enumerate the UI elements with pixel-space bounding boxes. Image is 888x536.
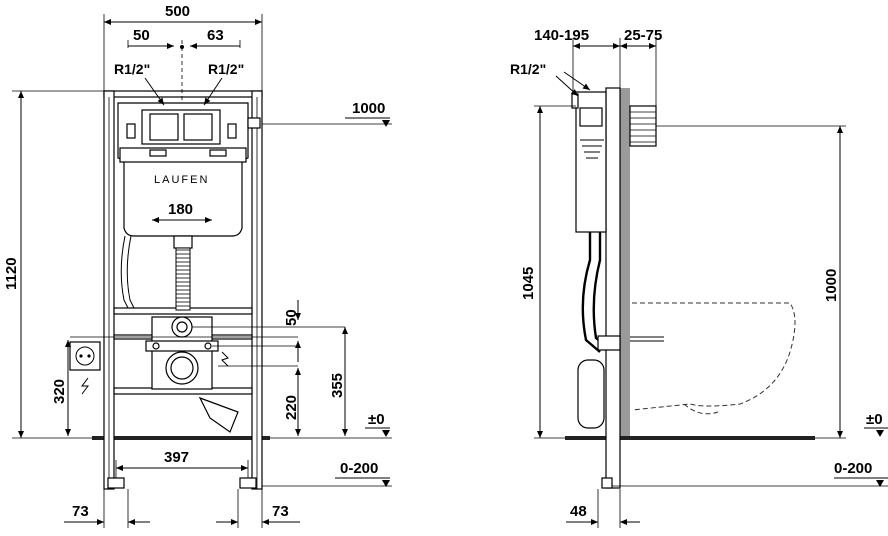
dim-total-height: 1120 — [3, 257, 20, 290]
svg-text:R1/2": R1/2" — [510, 61, 546, 77]
side-cistern — [571, 91, 607, 233]
dim-feet-spacing: 397 — [164, 449, 189, 466]
dim-foot-depth: 48 — [570, 503, 587, 520]
dim-overall-width: 500 — [165, 3, 190, 20]
electrical-socket-symbol — [69, 341, 101, 395]
front-drain-assembly — [145, 316, 239, 433]
dim-adjust-range: 0-200 — [340, 460, 378, 477]
side-floor-level: ±0 — [866, 411, 883, 428]
svg-text:R1/2": R1/2" — [114, 61, 150, 77]
dim-wall-range: 25-75 — [624, 27, 662, 44]
dim-pipe-height: 355 — [329, 373, 346, 398]
front-cistern: LAUFEN — [117, 102, 261, 237]
dim-drain-width: 180 — [168, 201, 193, 218]
side-floor-line — [565, 436, 815, 440]
side-thread-size: 1/2" — [520, 61, 546, 77]
dim-floor-level: ±0 — [368, 411, 385, 428]
front-thread-left: R — [114, 61, 124, 77]
side-thread: R — [510, 61, 520, 77]
brand-logo: LAUFEN — [154, 174, 209, 186]
dim-left-foot: 73 — [72, 503, 89, 520]
dim-drain-height: 220 — [283, 395, 300, 420]
dim-top-height: 1000 — [352, 100, 385, 117]
dim-inlet-offset: 50 — [283, 309, 300, 326]
dim-height-right: 1000 — [823, 269, 840, 302]
front-flush-pipe — [120, 235, 193, 311]
wc-outline — [631, 302, 796, 411]
svg-text:R1/2": R1/2" — [208, 61, 244, 77]
front-floor-line — [92, 436, 270, 440]
dim-socket-height: 320 — [51, 379, 68, 404]
front-view: LAUFEN — [3, 3, 392, 528]
dim-depth-range: 140-195 — [534, 27, 589, 44]
dim-right-foot: 73 — [272, 503, 289, 520]
side-wall-bracket — [629, 105, 657, 147]
dim-left-offset: 50 — [133, 27, 150, 44]
side-wall — [620, 88, 630, 436]
front-thread-right: R — [208, 61, 218, 77]
side-view: R1/2" 140-195 25-75 1045 1000 ±0 0-200 — [510, 27, 888, 528]
front-thread-right-size: 1/2" — [218, 61, 244, 77]
dim-right-offset: 63 — [207, 27, 224, 44]
side-adjust-range: 0-200 — [834, 460, 872, 477]
lightning-icon — [81, 377, 89, 395]
front-thread-left-size: 1/2" — [124, 61, 150, 77]
dim-height-left: 1045 — [520, 267, 537, 300]
